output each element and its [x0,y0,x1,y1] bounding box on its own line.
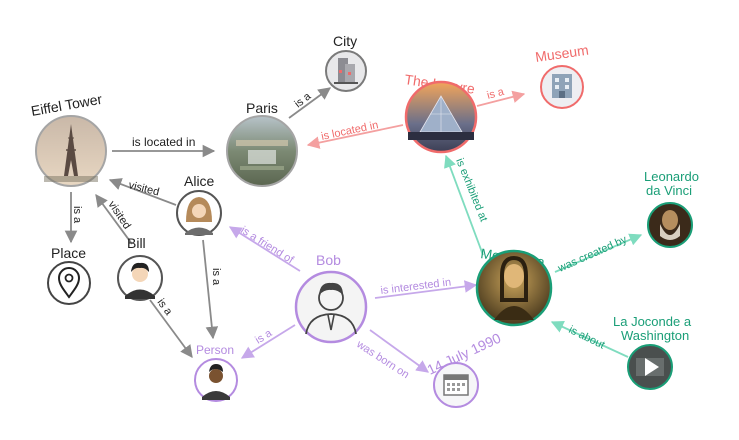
edge-label-paris-is-a: is a [292,90,314,111]
node-place[interactable]: Place [48,245,90,304]
man-suit-avatar [296,272,366,342]
node-label-eiffel-tower: Eiffel Tower [30,91,104,119]
edge-label-mona-created: was created by [555,233,629,275]
node-label-museum: Museum [534,42,589,65]
paris-photo [227,116,297,186]
edge-label-bill-is-a: is a [155,297,175,319]
node-label-bill: Bill [127,235,146,251]
node-label-city: City [333,33,357,49]
museum-building-icon [541,66,583,108]
louvre-pyramid-photo [406,82,476,152]
location-pin-icon [48,262,90,304]
calendar-icon [434,363,478,407]
node-date[interactable]: 14 July 1990 [425,330,504,407]
node-label-paris: Paris [246,100,278,116]
city-building-icon [326,51,366,91]
node-eiffel-tower[interactable]: Eiffel Tower [30,91,106,186]
node-person[interactable]: Person [195,343,237,401]
node-bob[interactable]: Bob [296,252,366,342]
edge-label-joconde-about: is about [567,324,607,352]
edges: is located in is a is a is located in vi… [71,86,641,382]
mona-lisa-painting [477,251,551,325]
node-label-leonardo-line2: da Vinci [646,183,692,198]
node-joconde[interactable]: La Joconde a Washington [613,314,692,389]
node-the-louvre[interactable]: The Louvre [404,71,477,152]
node-leonardo[interactable]: Leonardo da Vinci [644,169,699,247]
person-avatar [195,359,237,401]
node-label-alice: Alice [184,173,215,189]
edge-label-eiffel-located: is located in [132,135,195,149]
node-label-person: Person [196,343,234,357]
leonardo-portrait [648,203,692,247]
node-label-leonardo-line1: Leonardo [644,169,699,184]
edge-label-bob-friend: is a friend of [238,224,296,266]
edge-label-eiffel-is-a: is a [71,206,83,224]
node-bill[interactable]: Bill [118,235,162,300]
edge-label-bob-interested: is interested in [380,276,452,297]
node-label-joconde-line2: Washington [621,328,689,343]
node-label-joconde-line1: La Joconde a [613,314,692,329]
man-avatar [118,256,162,300]
edge-label-bob-is-a: is a [253,327,275,347]
edge-alice-person [203,240,213,338]
video-play-icon[interactable] [628,345,672,389]
edge-label-alice-is-a: is a [210,268,222,286]
node-alice[interactable]: Alice [177,173,221,235]
edge-label-bob-born: was born on [354,338,412,381]
node-city[interactable]: City [326,33,366,91]
edge-label-louvre-located: is located in [320,119,379,143]
node-museum[interactable]: Museum [534,42,589,108]
edge-label-alice-visited: visited [127,179,160,198]
eiffel-tower-photo [36,116,106,186]
node-label-bob: Bob [316,252,341,268]
node-paris[interactable]: Paris [227,100,297,186]
woman-avatar [177,191,221,235]
node-mona-lisa[interactable]: Mona Lisa [477,245,551,325]
node-label-place: Place [51,245,86,261]
